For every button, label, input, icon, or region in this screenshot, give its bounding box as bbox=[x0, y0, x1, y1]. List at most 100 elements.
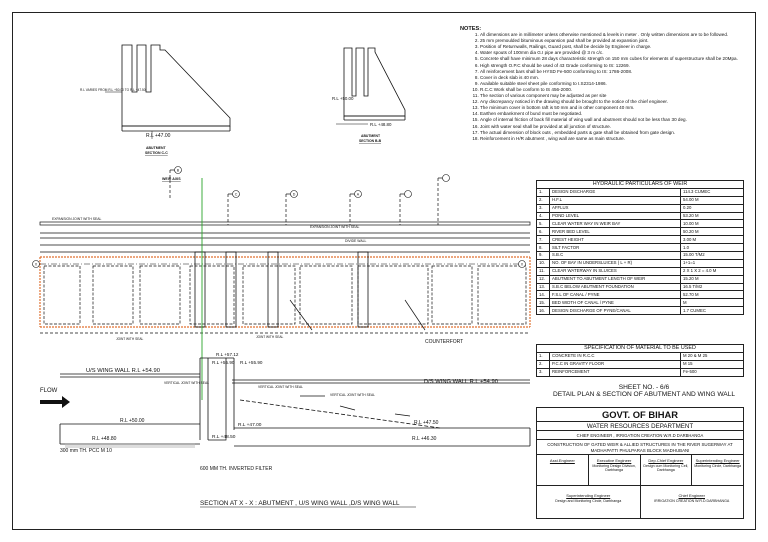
sec-bb-label: ABUTMENT bbox=[361, 134, 381, 138]
table-cell-no: 11. bbox=[536, 266, 550, 276]
note-item: 25 mm premoulded bituminous expansion pa… bbox=[480, 38, 752, 44]
rl-5590b: R.L +55.90 bbox=[240, 360, 263, 365]
table-cell-label: H.F.L bbox=[549, 195, 681, 205]
table-cell-value: 1.0 bbox=[680, 243, 744, 253]
sec-cc-rl-left: R.L VARIES FROM R.L +50.00 TO R.L +47.50 bbox=[80, 88, 146, 92]
table-cell-label: POND LEVEL bbox=[549, 211, 681, 221]
sec-bb-rl: R.L +48.80 bbox=[370, 122, 392, 127]
table-cell-no: 3. bbox=[536, 203, 550, 213]
counterfort-label: COUNTERFORT bbox=[425, 339, 463, 345]
table-cell-no: 14. bbox=[536, 290, 550, 300]
table-cell-label: RIVER BED LEVEL bbox=[549, 227, 681, 237]
joint-with-seal-2: JOINT WITH SEAL bbox=[256, 335, 283, 339]
notes-title: NOTES: bbox=[460, 26, 482, 32]
sec-bb-rl-top: R.L +50.00 bbox=[332, 96, 354, 101]
note-item: Reinforcement in H/R abutment , wing wal… bbox=[480, 136, 752, 142]
table-cell-no: 1. bbox=[536, 187, 550, 197]
table-cell-no: 10. bbox=[536, 258, 550, 268]
table-cell-value: 15.20 M bbox=[680, 274, 744, 284]
flow-arrow-icon bbox=[40, 396, 70, 408]
table-cell-value: 1.7 CUMEC bbox=[680, 306, 744, 316]
vertical-joint-2: VERTICAL JOINT WITH SEAL bbox=[258, 385, 303, 389]
weir-axis-label: WEIR AXIS bbox=[162, 177, 181, 181]
table-cell-label: S.B.C bbox=[549, 251, 681, 260]
marker-a: A bbox=[357, 192, 360, 196]
note-item: Concrete shall have minimum 28 days char… bbox=[480, 56, 752, 62]
plan-view bbox=[39, 169, 531, 334]
table-cell-label: AFFLUX bbox=[549, 203, 681, 213]
divide-wall-label: DIVIDE WALL bbox=[345, 239, 366, 243]
chief-engineer-line: CHIEF ENGINEER , IRRIGATION CREATION W.R… bbox=[537, 431, 743, 440]
marker-c: C bbox=[235, 192, 238, 196]
table-cell-no: 4. bbox=[536, 211, 550, 221]
notes-block: NOTES: All dimensions are in millimeter … bbox=[448, 26, 752, 142]
note-item: Any discrepancy noticed in the drawing s… bbox=[480, 99, 752, 105]
note-item: High strength O.P.C should be used of 43… bbox=[480, 63, 752, 69]
sec-cc-rl: R.L +47.00 bbox=[146, 133, 171, 139]
section-cc bbox=[105, 44, 231, 139]
title-block: GOVT. OF BIHAR WATER RESOURCES DEPARTMEN… bbox=[536, 407, 744, 519]
section-markers bbox=[32, 166, 526, 268]
marker-x-left: X bbox=[35, 262, 38, 266]
marker-x-right: X bbox=[521, 262, 524, 266]
table-cell-label: CREST HEIGHT bbox=[549, 235, 681, 245]
note-item: The minimum cover in bottom raft is 50 m… bbox=[480, 105, 752, 111]
spec-title: SPECIFICATION OF MATERIAL TO BE USED bbox=[536, 344, 744, 353]
table-cell-value: 1+1=1 bbox=[680, 258, 744, 268]
table-cell-label: CLEAR WATER WAY IN WEIR BAY bbox=[549, 219, 681, 229]
table-cell-value: 16.5 T/M2 bbox=[680, 282, 744, 292]
rl-5712: R.L +57.12 bbox=[216, 352, 239, 357]
table-cell-label: NO. OF BAY IN UNDERSLUICES ( L + R) bbox=[549, 258, 681, 268]
marker-b: B bbox=[177, 168, 180, 172]
expansion-joint-right: EXPANSION JOINT WITH SEAL bbox=[310, 225, 360, 229]
marker-d: D bbox=[293, 192, 296, 196]
table-cell-no: 7. bbox=[536, 235, 550, 245]
pcc-fill bbox=[65, 443, 195, 448]
rl-4700: R.L +47.00 bbox=[238, 422, 262, 428]
table-cell-value: 52.70 M bbox=[680, 290, 744, 300]
note-item: R.C.C Work shall be conform to IS 456-20… bbox=[480, 87, 752, 93]
table-cell-value: 54.00 M bbox=[680, 195, 744, 205]
table-row: 10.NO. OF BAY IN UNDERSLUICES ( L + R)1+… bbox=[536, 258, 744, 268]
table-cell-label: SILT FACTOR bbox=[549, 243, 681, 253]
table-cell-label: ABUTMENT TO ABUTMENT LENGTH OF WEIR bbox=[549, 274, 681, 284]
note-item: All reinforcement bars shall be HYSD Fe-… bbox=[480, 69, 752, 75]
table-cell-value: M bbox=[680, 298, 744, 308]
sheet-caption: SHEET NO. - 6/6 DETAIL PLAN & SECTION OF… bbox=[536, 384, 752, 399]
rl-5000: R.L +50.00 bbox=[120, 418, 145, 424]
table-cell-value: Fe-500 bbox=[680, 367, 744, 377]
note-item: Cover in deck slab is 40 mm. bbox=[480, 75, 752, 81]
rl-4630: R.L +46.30 bbox=[412, 436, 437, 442]
table-cell-label: DESIGN DISCHARGE OF PYNE/CANAL bbox=[549, 306, 681, 316]
govt-title: GOVT. OF BIHAR bbox=[537, 408, 743, 422]
signature-asst-engineer: Asst.Engineer bbox=[537, 455, 589, 485]
section-xx bbox=[59, 357, 531, 447]
table-cell-value: 0.20 bbox=[680, 203, 744, 213]
table-cell-no: 12. bbox=[536, 274, 550, 284]
table-cell-no: 15. bbox=[536, 298, 550, 308]
note-item: The actual dimension of block outs , emb… bbox=[480, 130, 752, 136]
sheet-number: SHEET NO. - 6/6 bbox=[618, 384, 670, 391]
section-title: SECTION AT X - X : ABUTMENT , U/S WING W… bbox=[200, 500, 400, 507]
table-cell-value: M 15 bbox=[680, 359, 744, 369]
vertical-joint-3: VERTICAL JOINT WITH SEAL bbox=[330, 393, 375, 397]
table-cell-label: DESIGN DISCHARGE bbox=[549, 187, 681, 197]
table-cell-value: 114.3 CUMEC bbox=[680, 187, 744, 197]
table-cell-value: 53.20 M bbox=[680, 211, 744, 221]
flow-label: FLOW bbox=[40, 388, 58, 394]
notes-list: All dimensions are in millimeter unless … bbox=[448, 32, 752, 142]
